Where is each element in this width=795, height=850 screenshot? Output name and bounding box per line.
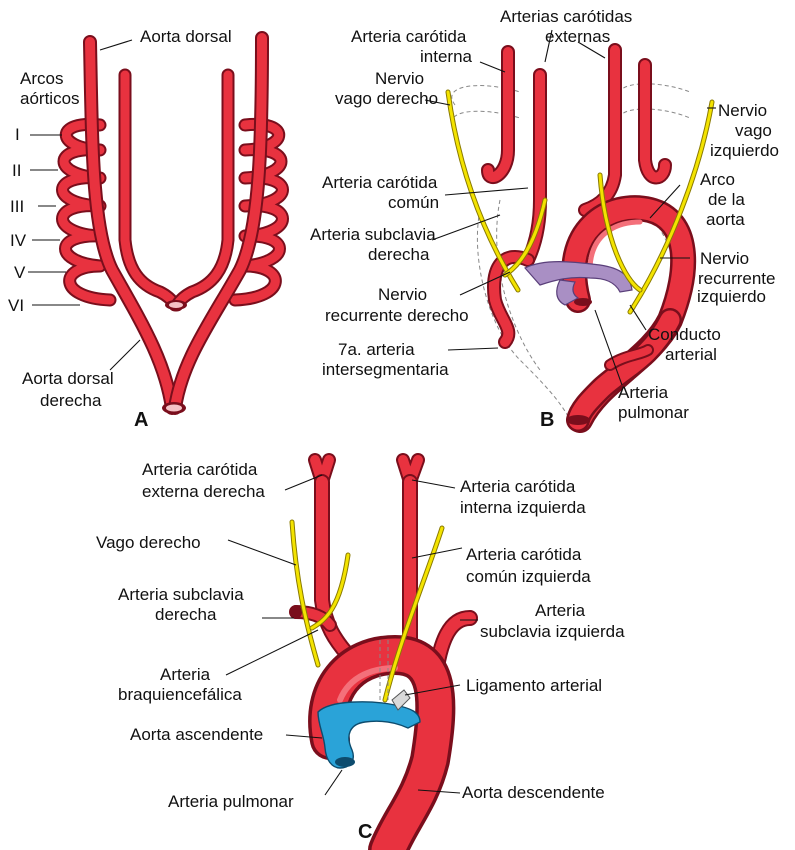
panel-b-letter: B [540,409,554,431]
label-c-comun-izq-2: común izquierda [466,567,591,586]
label-b-intersegmentaria-1: 7a. arteria [338,340,415,359]
label-c-subclavia-der-2: derecha [155,605,217,624]
label-b-vago-izq-3: izquierdo [710,141,779,160]
label-c-braquio-2: braquiencefálica [118,685,242,704]
label-b-pulmonar-2: pulmonar [618,403,689,422]
label-b-externas-1: Arterias carótidas [500,7,632,26]
label-c-vago-derecho: Vago derecho [96,533,201,552]
aortic-sac-lumen [169,302,183,308]
label-c-arteria-pulmonar: Arteria pulmonar [168,792,294,811]
label-arch-iv: IV [10,231,27,250]
label-b-externas-2: externas [545,27,610,46]
label-b-comun-1: Arteria carótida [322,173,438,192]
label-b-arco-3: aorta [706,210,745,229]
label-b-recurrente-izq-2: recurrente [698,269,775,288]
label-b-recurrente-der-2: recurrente derecho [325,306,469,325]
label-arch-vi: VI [8,296,24,315]
label-c-braquio-1: Arteria [160,665,211,684]
label-b-recurrente-izq-3: izquierdo [697,287,766,306]
label-c-subclavia-der-1: Arteria subclavia [118,585,244,604]
label-c-ext-der-2: externa derecha [142,482,265,501]
label-arch-iii: III [10,197,24,216]
label-arch-ii: II [12,161,21,180]
label-b-arco-2: de la [708,190,745,209]
b-aorta-opening [566,415,590,425]
label-b-subclavia-1: Arteria subclavia [310,225,436,244]
panel-a-letter: A [134,409,148,431]
label-c-comun-izq-1: Arteria carótida [466,545,582,564]
label-b-vago-izq-1: Nervio [718,101,767,120]
label-b-conducto-1: Conducto [648,325,721,344]
label-aorta-dorsal-derecha-2: derecha [40,391,102,410]
label-b-pulmonar-1: Arteria [618,383,669,402]
panel-c-letter: C [358,821,372,843]
label-arcos-2: aórticos [20,89,80,108]
label-b-comun-2: común [388,193,439,212]
label-c-int-izq-2: interna izquierda [460,498,586,517]
label-c-ext-der-1: Arteria carótida [142,460,258,479]
label-b-vago-der-2: vago derecho [335,89,438,108]
pulmonary-opening-c [335,757,355,767]
label-c-aorta-ascendente: Aorta ascendente [130,725,263,744]
label-aorta-dorsal-derecha-1: Aorta dorsal [22,369,114,388]
label-b-interna-2: interna [420,47,473,66]
label-c-subclavia-izq-2: subclavia izquierda [480,622,625,641]
label-b-recurrente-izq-1: Nervio [700,249,749,268]
label-b-interna-1: Arteria carótida [351,27,467,46]
label-b-arco-1: Arco [700,170,735,189]
label-arch-v: V [14,263,26,282]
label-b-conducto-2: arterial [665,345,717,364]
label-c-ligamento: Ligamento arterial [466,676,602,695]
label-c-int-izq-1: Arteria carótida [460,477,576,496]
label-b-recurrente-der-1: Nervio [378,285,427,304]
label-aorta-dorsal: Aorta dorsal [140,27,232,46]
pulmonary-trunk-c [318,702,420,768]
b-aorta-root [574,298,592,306]
panel-b-drawing [425,30,716,425]
subclavia-derecha-opening [290,605,302,619]
label-arch-i: I [15,125,20,144]
label-arcos-1: Arcos [20,69,63,88]
dorsal-aorta-lumen [166,405,182,412]
label-c-aorta-descendente: Aorta descendente [462,783,605,802]
label-b-intersegmentaria-2: intersegmentaria [322,360,449,379]
label-b-vago-der-1: Nervio [375,69,424,88]
label-c-subclavia-izq-1: Arteria [535,601,586,620]
label-b-vago-izq-2: vago [735,121,772,140]
label-b-subclavia-2: derecha [368,245,430,264]
